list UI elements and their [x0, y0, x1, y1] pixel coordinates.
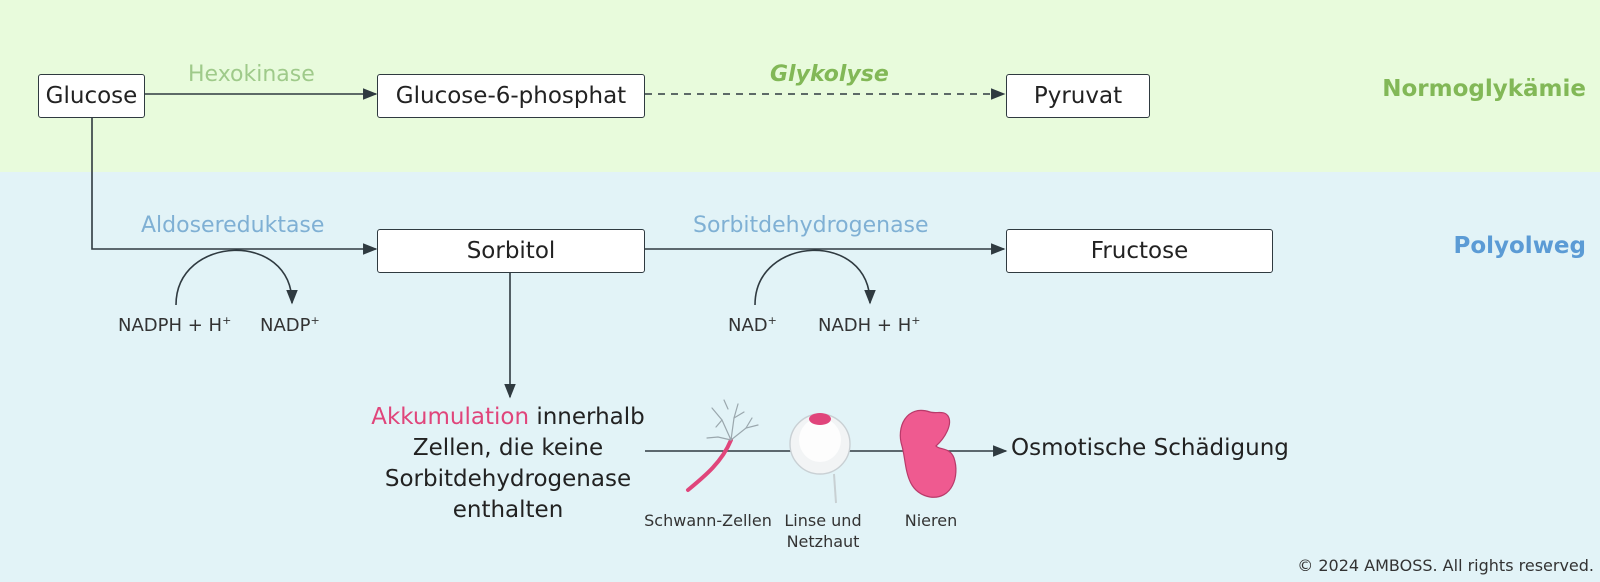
polyol-band: [0, 172, 1600, 582]
arrow-glucose-sorbitol: [91, 117, 378, 255]
pyruvate-node: Pyruvat: [1006, 74, 1150, 118]
cofactor-nadp: NADP+: [260, 314, 320, 336]
hexokinase-label: Hexokinase: [188, 62, 315, 87]
cofactor-arc-aldose: [175, 249, 298, 306]
cofactor-arc-sdh: [754, 249, 876, 306]
accumulation-line-4: enthalten: [452, 497, 564, 523]
accumulation-line-2: Zellen, die keine: [412, 435, 604, 461]
accumulation-line-3: Sorbitdehydrogenase: [384, 466, 632, 492]
lens-retina-label: Linse und Netzhaut: [784, 511, 862, 551]
accumulation-text: Akkumulation innerhalb Zellen, die keine…: [358, 402, 658, 526]
kidney-icon: [899, 409, 957, 498]
accumulation-highlight: Akkumulation: [371, 404, 530, 430]
glycolysis-label: Glykolyse: [770, 62, 889, 87]
fructose-node: Fructose: [1006, 229, 1273, 273]
cofactor-nadh: NADH + H+: [818, 314, 921, 336]
glucose-6-phosphate-node: Glucose-6-phosphat: [377, 74, 645, 118]
copyright-notice: © 2024 AMBOSS. All rights reserved.: [1297, 556, 1594, 575]
accumulation-line-1: Akkumulation innerhalb: [371, 404, 645, 430]
glucose-node: Glucose: [38, 74, 145, 118]
schwann-cell-icon: [686, 399, 759, 492]
cofactor-nadph: NADPH + H+: [118, 314, 232, 336]
cofactor-nad: NAD+: [728, 314, 777, 336]
aldose-reductase-label: Aldosereduktase: [141, 213, 325, 238]
polyol-section-label: Polyolweg: [1453, 233, 1586, 259]
eye-icon: [789, 413, 851, 504]
kidney-label: Nieren: [904, 511, 958, 530]
normoglycemia-section-label: Normoglykämie: [1382, 76, 1586, 102]
osmotic-damage-label: Osmotische Schädigung: [1011, 435, 1289, 461]
sorbitol-dehydrogenase-label: Sorbitdehydrogenase: [693, 213, 929, 238]
schwann-cells-label: Schwann-Zellen: [644, 511, 772, 530]
normoglycemia-band: [0, 0, 1600, 172]
sorbitol-node: Sorbitol: [377, 229, 645, 273]
